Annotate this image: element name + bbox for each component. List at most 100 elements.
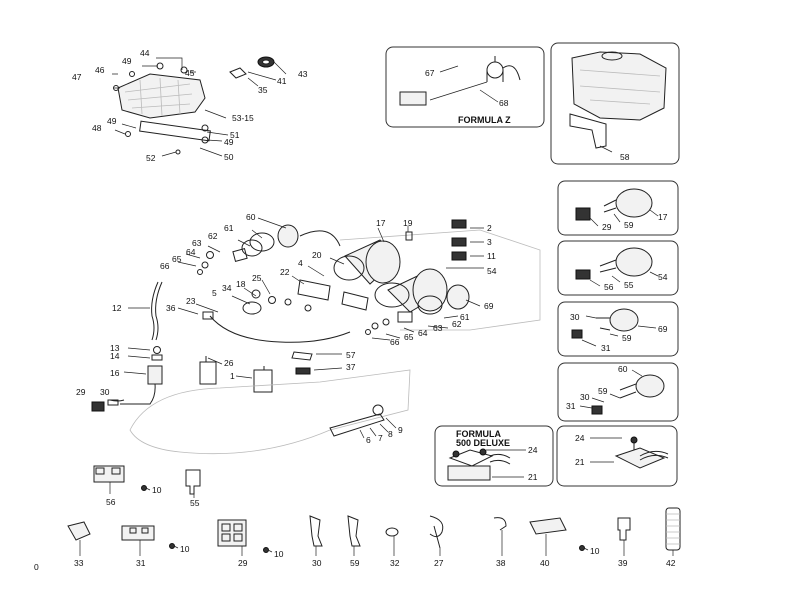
callout-61: 61 bbox=[224, 223, 234, 233]
terminal-icon bbox=[185, 469, 201, 495]
callout-44: 44 bbox=[140, 48, 150, 58]
callout-18: 18 bbox=[236, 279, 246, 289]
callout-66: 66 bbox=[390, 337, 400, 347]
callout-17: 17 bbox=[376, 218, 386, 228]
callout-54: 54 bbox=[487, 266, 497, 276]
callout-41: 41 bbox=[277, 76, 287, 86]
callout-30: 30 bbox=[580, 392, 590, 402]
callout-30: 30 bbox=[100, 387, 110, 397]
callout-64: 64 bbox=[186, 247, 196, 257]
bracket-icon bbox=[139, 120, 211, 142]
callout-17: 17 bbox=[658, 212, 668, 222]
callout-69: 69 bbox=[658, 324, 668, 334]
oil-tank-box: 58 bbox=[550, 42, 680, 165]
callout-69: 69 bbox=[484, 301, 494, 311]
callout-46: 46 bbox=[95, 65, 105, 75]
inset-tachometer: 54 56 55 bbox=[557, 240, 679, 296]
callout-29: 29 bbox=[76, 387, 86, 397]
callout-56: 56 bbox=[604, 282, 614, 292]
callout-11: 11 bbox=[487, 251, 496, 261]
callout-30: 30 bbox=[312, 558, 322, 568]
callout-31: 31 bbox=[566, 401, 576, 411]
callout-48: 48 bbox=[92, 123, 102, 133]
callout-24: 24 bbox=[528, 445, 538, 455]
fuse-holder-icon bbox=[529, 517, 567, 535]
callout-56: 56 bbox=[106, 497, 116, 507]
callout-63: 63 bbox=[433, 323, 443, 333]
callout-34: 34 bbox=[222, 283, 232, 293]
callout-5: 5 bbox=[212, 288, 217, 298]
callout-24: 24 bbox=[575, 433, 585, 443]
bulb-icon bbox=[229, 67, 247, 79]
callout-29: 29 bbox=[602, 222, 612, 232]
switch-icon bbox=[451, 219, 467, 229]
inset-gauge-60: 60 59 30 31 bbox=[557, 362, 679, 422]
box-title-formula: FORMULA bbox=[456, 429, 501, 439]
box-title-500-deluxe: 500 DELUXE bbox=[456, 438, 510, 448]
callout-21: 21 bbox=[575, 457, 585, 467]
harness-icon bbox=[151, 281, 163, 341]
callout-22: 22 bbox=[280, 267, 290, 277]
callout-49: 49 bbox=[122, 56, 132, 66]
callout-36: 36 bbox=[166, 303, 176, 313]
callout-31: 31 bbox=[136, 558, 146, 568]
fuel-sender-icon bbox=[486, 61, 504, 79]
oil-tank-icon bbox=[571, 51, 667, 121]
callout-55: 55 bbox=[190, 498, 200, 508]
callout-38: 38 bbox=[496, 558, 506, 568]
callout-59: 59 bbox=[350, 558, 360, 568]
callout-32: 32 bbox=[390, 558, 400, 568]
callout-10: 10 bbox=[152, 485, 162, 495]
callout-66: 66 bbox=[160, 261, 170, 271]
callout-27: 27 bbox=[434, 558, 444, 568]
callout-30: 30 bbox=[570, 312, 580, 322]
callout-7: 7 bbox=[378, 433, 383, 443]
callout-23: 23 bbox=[186, 296, 196, 306]
inset-gauge-69: 30 59 69 31 bbox=[557, 301, 679, 357]
callout-60: 60 bbox=[618, 364, 628, 374]
callout-20: 20 bbox=[312, 250, 322, 260]
callout-65: 65 bbox=[404, 332, 414, 342]
formula-500-deluxe-box: FORMULA 500 DELUXE 24 21 bbox=[434, 425, 554, 487]
callout-53-15: 53-15 bbox=[232, 113, 254, 123]
callout-35: 35 bbox=[258, 85, 268, 95]
callout-49: 49 bbox=[224, 137, 234, 147]
callout-62: 62 bbox=[452, 319, 462, 329]
callout-21: 21 bbox=[528, 472, 538, 482]
callout-14: 14 bbox=[110, 351, 120, 361]
headlight-group bbox=[112, 56, 287, 157]
callout-8: 8 bbox=[388, 429, 393, 439]
callout-31: 31 bbox=[601, 343, 611, 353]
connector-icon bbox=[93, 465, 125, 483]
callout-63: 63 bbox=[192, 238, 202, 248]
callout-29: 29 bbox=[238, 558, 248, 568]
callout-2: 2 bbox=[487, 223, 492, 233]
callout-4: 4 bbox=[298, 258, 303, 268]
regulator-box: 24 21 bbox=[556, 425, 678, 487]
callout-62: 62 bbox=[208, 231, 218, 241]
callout-26: 26 bbox=[224, 358, 234, 368]
formula-z-box: 67 68 FORMULA Z bbox=[385, 46, 545, 128]
callout-60: 60 bbox=[246, 212, 256, 222]
callout-10: 10 bbox=[590, 546, 600, 556]
callout-59: 59 bbox=[598, 386, 608, 396]
callout-1: 1 bbox=[230, 371, 235, 381]
callout-39: 39 bbox=[618, 558, 628, 568]
callout-6: 6 bbox=[366, 435, 371, 445]
callout-19: 19 bbox=[403, 218, 413, 228]
callout-61: 61 bbox=[460, 312, 470, 322]
bottom-parts: 56 10 55 33 31 10 29 10 30 59 bbox=[67, 465, 681, 568]
callout-59: 59 bbox=[622, 333, 632, 343]
callout-51: 51 bbox=[230, 130, 240, 140]
callout-13: 13 bbox=[110, 343, 120, 353]
callout-43: 43 bbox=[298, 69, 308, 79]
callout-67: 67 bbox=[425, 68, 435, 78]
callout-59: 59 bbox=[624, 220, 634, 230]
callout-50: 50 bbox=[224, 152, 234, 162]
callout-42: 42 bbox=[666, 558, 676, 568]
formula-z-title: FORMULA Z bbox=[458, 115, 511, 125]
callout-3: 3 bbox=[487, 237, 492, 247]
voltage-regulator-icon bbox=[447, 465, 491, 481]
callout-65: 65 bbox=[172, 254, 182, 264]
